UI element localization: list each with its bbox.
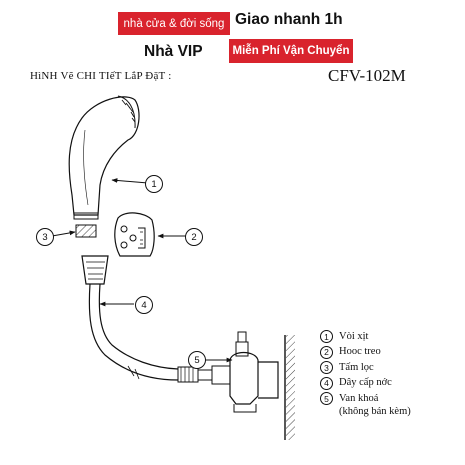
installation-heading: HìNH Vẽ CHI TIếT LắP ĐặT : [30,70,172,82]
fast-delivery-headline: Giao nhanh 1h [235,11,343,28]
hook-bracket-drawing [114,212,155,257]
legend-label: Dây cấp nớc [339,377,392,388]
legend-item: 1 Vòi xịt [320,329,411,345]
model-number: CFV-102M [328,66,406,85]
parts-legend: 1 Vòi xịt 2 Hooc treo 3 Tấm lọc 4 Dây cấ… [320,329,411,421]
callout-4: 4 [135,296,153,314]
legend-number: 5 [320,392,333,406]
spray-head-drawing [68,95,140,238]
legend-item: 5 Van khoá [320,391,411,407]
legend-label: Van khoá [339,392,379,404]
legend-label: Hooc treo [339,346,381,357]
valve-drawing [198,331,279,413]
leader-lines [51,178,233,363]
category-badge: nhà cửa & đời sống [118,12,230,35]
legend-number: 1 [320,330,333,344]
legend-item: 4 Dây cấp nớc [320,376,411,392]
legend-number: 4 [320,376,333,390]
free-shipping-badge: Miễn Phí Vận Chuyển [229,39,353,63]
legend-label: Vòi xịt [339,330,369,342]
callout-2: 2 [185,228,203,246]
callout-5: 5 [188,351,206,369]
callout-3: 3 [36,228,54,246]
legend-number: 3 [320,361,333,375]
shop-name-headline: Nhà VIP [144,43,203,60]
callout-1: 1 [145,175,163,193]
legend-number: 2 [320,345,333,359]
legend-label: Tấm lọc [339,361,374,373]
wall-drawing [284,335,295,440]
legend-item: 3 Tấm lọc [320,360,411,376]
hose-drawing [81,255,199,383]
legend-note: (không bán kèm) [339,405,411,417]
legend-item: 2 Hooc treo [320,345,411,361]
